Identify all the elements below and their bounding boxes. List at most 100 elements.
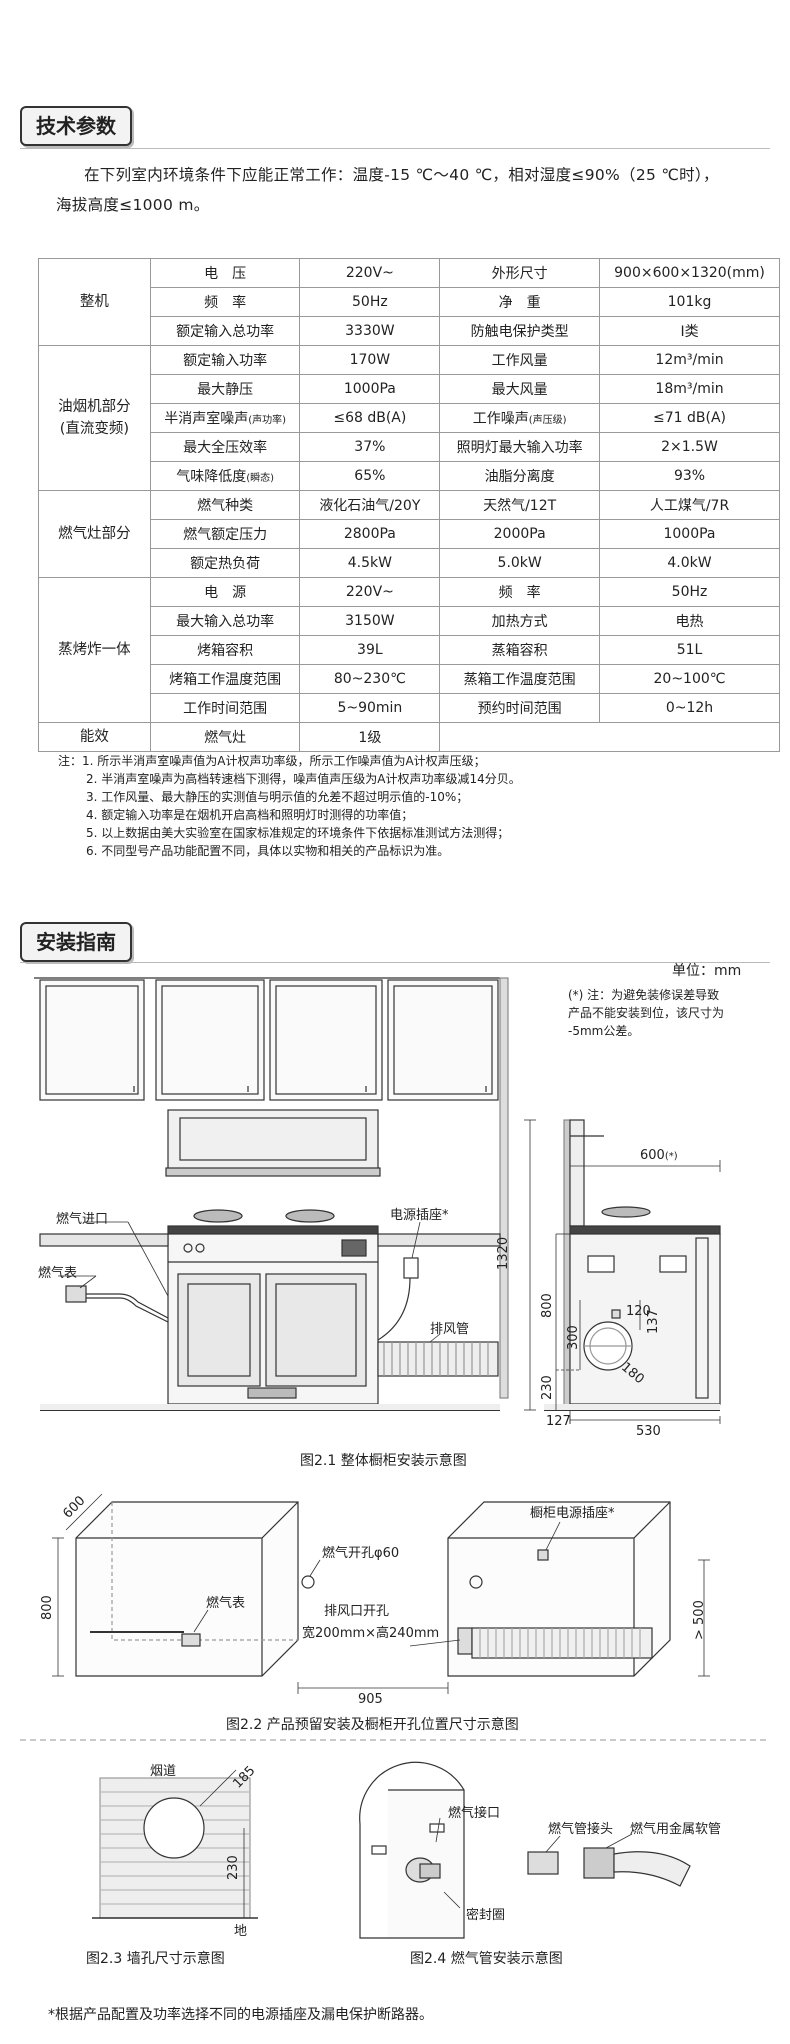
- table-cell: 2×1.5W: [599, 432, 780, 462]
- table-cell: 12m³/min: [599, 345, 780, 375]
- table-cell: 1级: [299, 722, 441, 752]
- table-cell: 220V~: [299, 577, 441, 607]
- dim-600: 600(*): [640, 1148, 678, 1163]
- caption-fig-2-1: 图2.1 整体橱柜安装示意图: [300, 1453, 467, 1469]
- table-cell: 工作噪声(声压级): [439, 403, 601, 433]
- table-row: 能效 燃气灶 1级: [38, 722, 780, 752]
- label-gas-meter-b: 燃气表: [206, 1596, 246, 1611]
- tip-line: -5mm公差。: [568, 1024, 640, 1038]
- note-line: 3. 工作风量、最大静压的实测值与明示值的允差不超过明示值的-10%；: [86, 790, 469, 804]
- group-energy: 能效: [38, 722, 151, 752]
- cell-text: 工作噪声: [472, 411, 529, 427]
- section-divider: [20, 148, 770, 149]
- label-exhaust-size: 宽200mm×高240mm: [302, 1626, 440, 1641]
- table-cell: ≤71 dB(A): [599, 403, 780, 433]
- tolerance-note: (*) 注：为避免装修误差导致 产品不能安装到位，该尺寸为 -5mm公差。: [568, 986, 768, 1040]
- section-divider: [20, 962, 770, 963]
- table-cell: 5.0kW: [439, 548, 601, 578]
- table-cell: 工作时间范围: [149, 693, 301, 723]
- dim-500: > 500: [692, 1600, 707, 1640]
- cell-subtext: (声功率): [248, 415, 287, 426]
- note-line: 注：1. 所示半消声室噪声值为A计权声功率级，所示工作噪声值为A计权声压级；: [58, 754, 486, 768]
- table-cell: 最大风量: [439, 374, 601, 404]
- dim-600-value: 600: [640, 1148, 665, 1163]
- table-cell: ≤68 dB(A): [299, 403, 441, 433]
- label-gas-meter: 燃气表: [38, 1266, 78, 1281]
- table-cell: 电 源: [149, 577, 301, 607]
- table-cell: 外形尺寸: [439, 258, 601, 288]
- section-title-install: 安装指南: [20, 922, 132, 962]
- side-wall: [499, 977, 509, 1399]
- label-pipe-joint: 燃气管接头: [548, 1822, 614, 1837]
- dim-600-mark: (*): [664, 1151, 678, 1162]
- table-cell: 2800Pa: [299, 519, 441, 549]
- table-cell: 50Hz: [599, 577, 780, 607]
- table-cell: 电热: [599, 606, 780, 636]
- table-row: 烤箱工作温度范围 80~230℃ 蒸箱工作温度范围 20~100℃: [39, 664, 780, 694]
- table-row: 频 率 50Hz 净 重 101kg: [39, 287, 780, 317]
- table-cell: 最大全压效率: [149, 432, 301, 462]
- label-ground: 地: [234, 1924, 248, 1939]
- tip-line: (*) 注：为避免装修误差导致: [568, 988, 720, 1002]
- table-cell: 20~100℃: [599, 664, 780, 694]
- table-cell: 18m³/min: [599, 374, 780, 404]
- table-cell: 烤箱工作温度范围: [149, 664, 301, 694]
- label-exhaust: 排风管: [430, 1322, 470, 1337]
- dim-800: 800: [540, 1293, 555, 1318]
- unit-label: 单位：mm: [672, 963, 742, 979]
- table-cell: 1000Pa: [299, 374, 441, 404]
- group-hood: 油烟机部分 (直流变频): [38, 345, 151, 491]
- table-cell: 900×600×1320(mm): [599, 258, 780, 288]
- cell-text: 半消声室噪声: [164, 411, 249, 427]
- dim-230-b: 230: [226, 1855, 241, 1880]
- table-row: 最大全压效率 37% 照明灯最大输入功率 2×1.5W: [39, 432, 780, 462]
- table-row: 烤箱容积 39L 蒸箱容积 51L: [39, 635, 780, 665]
- intro-paragraph: 在下列室内环境条件下应能正常工作：温度-15 ℃～40 ℃，相对湿度≤90%（2…: [56, 160, 760, 220]
- table-row: 气味降低度(瞬态) 65% 油脂分离度 93%: [39, 461, 780, 491]
- label-gas-hole: 燃气开孔φ60: [322, 1546, 400, 1561]
- note-line: 5. 以上数据由美大实验室在国家标准规定的环境条件下依据标准测试方法测得；: [86, 826, 510, 840]
- label-exhaust-hole: 排风口开孔: [324, 1604, 390, 1619]
- table-cell: 0~12h: [599, 693, 780, 723]
- label-gas-inlet: 燃气进口: [56, 1212, 109, 1227]
- table-cell: 频 率: [149, 287, 301, 317]
- group-stove: 燃气灶部分: [38, 490, 151, 578]
- table-cell: 最大静压: [149, 374, 301, 404]
- table-cell: 燃气灶: [149, 722, 301, 752]
- label-gas-port: 燃气接口: [448, 1806, 501, 1821]
- table-cell: 额定输入总功率: [149, 316, 301, 346]
- table-cell: 1000Pa: [599, 519, 780, 549]
- table-row: 最大静压 1000Pa 最大风量 18m³/min: [39, 374, 780, 404]
- table-cell: 加热方式: [439, 606, 601, 636]
- cabinet-layout-dimensions: [52, 1493, 710, 1694]
- dim-120: 120: [626, 1304, 651, 1319]
- cell-subtext: (声压级): [528, 415, 567, 426]
- dim-800-b: 800: [40, 1595, 55, 1620]
- side-view-drawing: [544, 1119, 721, 1411]
- caption-fig-2-2: 图2.2 产品预留安装及橱柜开孔位置尺寸示意图: [226, 1717, 519, 1733]
- dim-905: 905: [358, 1692, 383, 1707]
- group-whole: 整机: [38, 258, 151, 346]
- table-cell: 频 率: [439, 577, 601, 607]
- table-row: 半消声室噪声(声功率) ≤68 dB(A) 工作噪声(声压级) ≤71 dB(A…: [39, 403, 780, 433]
- socket-icon: [403, 1257, 419, 1279]
- caption-fig-2-3: 图2.3 墙孔尺寸示意图: [86, 1951, 225, 1967]
- table-cell: 220V~: [299, 258, 441, 288]
- footnote: *根据产品配置及功率选择不同的电源插座及漏电保护断路器。: [48, 2007, 433, 2023]
- table-cell: 3330W: [299, 316, 441, 346]
- label-cabinet-socket: 橱柜电源插座*: [530, 1506, 615, 1521]
- notes: 注：1. 所示半消声室噪声值为A计权声功率级，所示工作噪声值为A计权声压级； 2…: [58, 752, 758, 860]
- gas-pipe-drawing: [359, 1761, 691, 1939]
- table-cell: 油脂分离度: [439, 461, 601, 491]
- table-row: 油烟机部分 (直流变频) 额定输入功率 170W 工作风量 12m³/min: [38, 345, 780, 491]
- countertop-left: [39, 1233, 169, 1247]
- intro-line-2: 海拔高度≤1000 m。: [56, 196, 210, 214]
- dim-137: 137: [646, 1309, 661, 1334]
- spec-table: 整机 电 压 220V~ 外形尺寸 900×600×1320(mm) 频 率 5…: [38, 258, 780, 752]
- table-cell: 预约时间范围: [439, 693, 601, 723]
- table-row: 额定热负荷 4.5kW 5.0kW 4.0kW: [39, 548, 780, 578]
- table-cell: 防触电保护类型: [439, 316, 601, 346]
- integrated-stove-drawing: [165, 1109, 381, 1405]
- side-view-dimensions: [524, 1119, 721, 1424]
